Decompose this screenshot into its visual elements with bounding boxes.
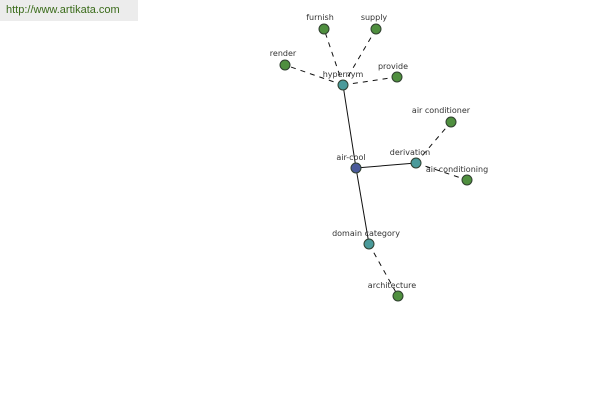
node-render[interactable] — [279, 59, 291, 71]
edge-hypernym-to-supply — [342, 28, 377, 86]
node-furnish[interactable] — [318, 23, 330, 35]
node-derivation[interactable] — [410, 157, 422, 169]
site-url-link[interactable]: http://www.artikata.com — [6, 4, 120, 16]
edge-air-cool-to-derivation — [355, 162, 417, 169]
edge-derivation-to-air-conditioning — [415, 162, 468, 181]
node-label-air-cool: air-cool — [336, 153, 365, 162]
node-label-architecture: architecture — [368, 281, 416, 290]
node-hypernym[interactable] — [337, 79, 349, 91]
graph-nodes — [279, 23, 473, 302]
node-label-domain-category: domain category — [332, 229, 400, 238]
node-label-provide: provide — [378, 62, 408, 71]
node-label-render: render — [270, 49, 297, 58]
node-label-air-conditioner: air conditioner — [412, 106, 471, 115]
graph-edges — [284, 28, 468, 297]
node-label-air-conditioning: air conditioning — [426, 165, 488, 174]
node-air-cool[interactable] — [350, 162, 362, 174]
node-label-supply: supply — [361, 13, 388, 22]
node-provide[interactable] — [391, 71, 403, 83]
node-label-hypernym: hypernym — [323, 70, 364, 79]
node-label-furnish: furnish — [306, 13, 334, 22]
edge-air-cool-to-domain-category — [355, 167, 370, 245]
graph-labels: air-cool hypernym derivation domain categor… — [270, 13, 488, 290]
edge-air-cool-to-hypernym — [342, 84, 357, 169]
site-brand-bar: http://www.artikata.com — [0, 0, 138, 21]
node-air-conditioner[interactable] — [445, 116, 457, 128]
node-architecture[interactable] — [392, 290, 404, 302]
edge-hypernym-to-render — [284, 64, 344, 86]
node-domain-category[interactable] — [363, 238, 375, 250]
node-supply[interactable] — [370, 23, 382, 35]
node-air-conditioning[interactable] — [461, 174, 473, 186]
edge-derivation-to-air-conditioner — [415, 121, 452, 164]
node-label-derivation: derivation — [390, 148, 430, 157]
